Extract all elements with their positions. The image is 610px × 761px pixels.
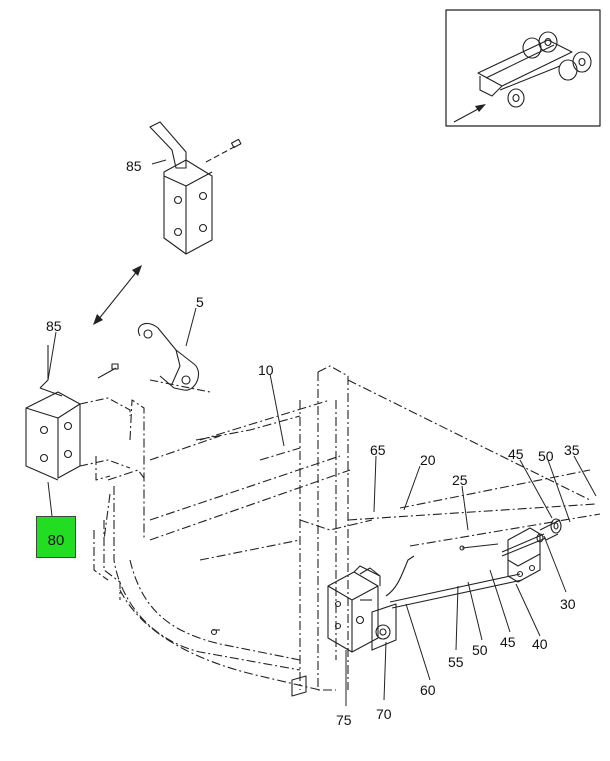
callout-45-upper: 45 — [508, 446, 524, 462]
leader-lines — [47, 159, 597, 706]
callout-40: 40 — [532, 636, 548, 652]
callout-85-left: 85 — [46, 318, 62, 334]
callout-60: 60 — [420, 682, 436, 698]
callout-50-lower: 50 — [472, 642, 488, 658]
callout-30: 30 — [560, 596, 576, 612]
locator-arrow — [453, 107, 481, 123]
frame-assembly — [93, 365, 601, 697]
bracket-detail-upper — [149, 121, 242, 255]
callout-45-lower: 45 — [500, 634, 516, 650]
callout-10: 10 — [258, 362, 274, 378]
callout-70: 70 — [376, 706, 392, 722]
swap-arrow — [93, 265, 142, 325]
callout-75: 75 — [336, 712, 352, 728]
callout-80-highlighted[interactable]: 80 — [36, 516, 76, 558]
callout-85-upper: 85 — [126, 158, 142, 174]
callout-25: 25 — [452, 472, 468, 488]
callout-55: 55 — [448, 654, 464, 670]
part-5-bracket — [138, 322, 211, 393]
bracket-left — [25, 345, 131, 481]
locator-inset — [445, 9, 601, 127]
callout-35: 35 — [564, 442, 580, 458]
callout-50-upper: 50 — [538, 448, 554, 464]
lower-bracket-75 — [327, 555, 523, 653]
hinge-bracket-40 — [459, 518, 562, 583]
callout-5: 5 — [196, 294, 204, 310]
callout-65: 65 — [370, 442, 386, 458]
callout-20: 20 — [420, 452, 436, 468]
